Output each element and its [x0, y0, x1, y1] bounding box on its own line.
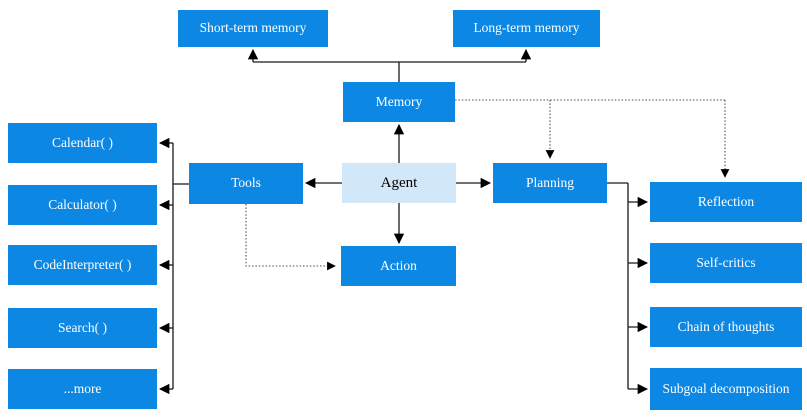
node-label: Calculator( ) [48, 196, 117, 212]
node-label: Reflection [697, 193, 755, 209]
node-label: Subgoal decomposition [662, 380, 790, 396]
node-more: ...more [8, 369, 157, 409]
node-long-term-memory: Long-term memory [453, 10, 600, 47]
edge-tools-to-action-dotted [245, 204, 336, 271]
node-short-term-memory: Short-term memory [178, 10, 328, 47]
node-label: Self-critics [696, 254, 756, 270]
node-label: Chain of thoughts [677, 318, 775, 334]
node-planning: Planning [493, 163, 607, 203]
node-search: Search( ) [8, 308, 157, 348]
node-reflection: Reflection [650, 182, 802, 222]
node-label: Agent [380, 174, 418, 191]
node-self-critics: Self-critics [650, 243, 802, 283]
node-memory: Memory [343, 82, 455, 122]
node-label: Action [380, 257, 417, 273]
node-calculator: Calculator( ) [8, 185, 157, 225]
node-label: Memory [375, 93, 423, 109]
node-action: Action [341, 246, 456, 286]
node-label: Tools [231, 175, 261, 191]
node-label: Search( ) [57, 319, 108, 335]
node-label: ...more [63, 380, 102, 396]
edge-memory-split [253, 61, 526, 82]
node-tools: Tools [189, 163, 303, 204]
node-code-interpreter: CodeInterpreter( ) [8, 245, 157, 285]
node-label: Calendar( ) [51, 134, 114, 150]
node-label: CodeInterpreter( ) [33, 256, 132, 272]
node-label: Planning [525, 174, 574, 190]
node-label: Short-term memory [199, 20, 307, 36]
node-subgoal-decomposition: Subgoal decomposition [650, 368, 802, 410]
node-chain-of-thoughts: Chain of thoughts [650, 307, 802, 347]
node-calendar: Calendar( ) [8, 123, 157, 163]
edge-tools-left-spine [172, 143, 189, 389]
node-agent: Agent [342, 163, 456, 203]
node-label: Long-term memory [473, 20, 580, 36]
edge-planning-right-spine [607, 182, 629, 389]
